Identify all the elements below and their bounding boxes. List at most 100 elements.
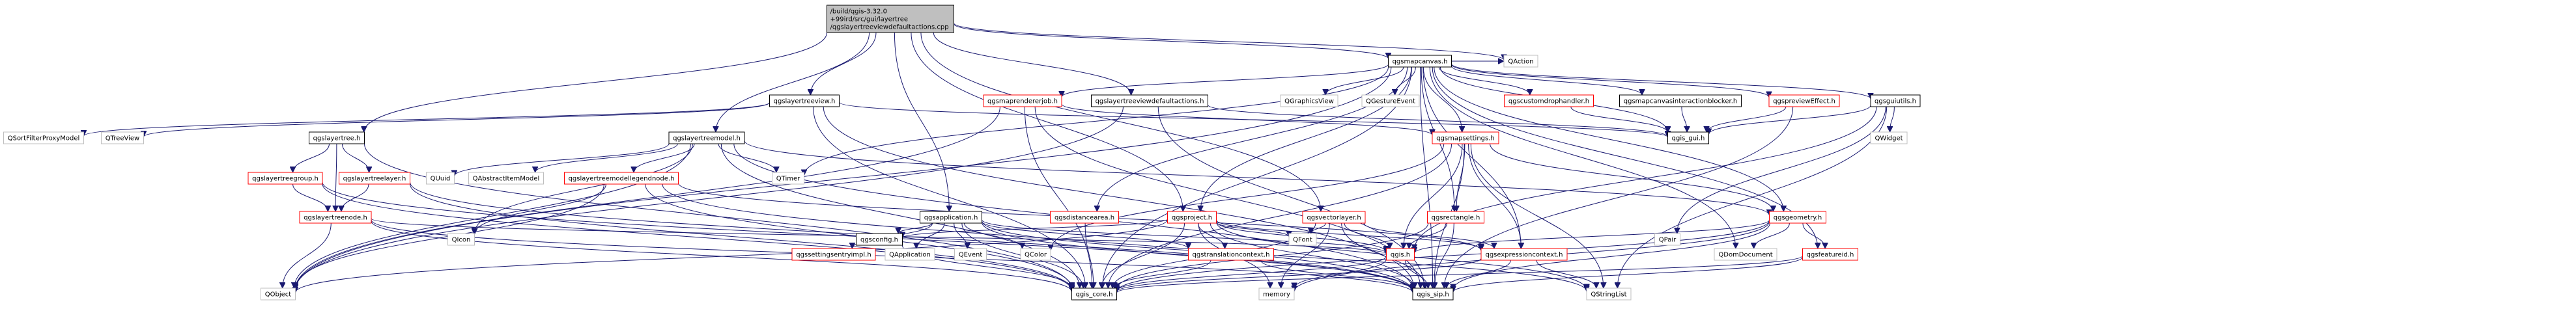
node-qgis-core[interactable]: qgis_core.h xyxy=(1071,288,1117,301)
node-box xyxy=(1714,248,1777,261)
edge-root-to-qaction xyxy=(954,23,1505,60)
edge-qgsgeometry-to-qgsfeatureid xyxy=(1802,222,1825,249)
edge-qgslayertreemodel-to-qicon xyxy=(475,143,693,234)
node-qgis-gui[interactable]: qgis_gui.h xyxy=(1667,131,1709,144)
node-qgsconfig[interactable]: qgsconfig.h xyxy=(856,233,903,246)
node-qgsgeometry[interactable]: qgsgeometry.h xyxy=(1769,211,1826,224)
node-qgsrectangle[interactable]: qgsrectangle.h xyxy=(1427,211,1484,224)
node-box xyxy=(248,172,323,185)
node-label: qgslayertreelayer.h xyxy=(343,176,406,183)
node-label: qgsmaprendererjob.h xyxy=(987,98,1058,105)
node-box xyxy=(1071,288,1117,301)
node-label: qgslayertreenode.h xyxy=(304,215,367,222)
node-memory: memory xyxy=(1258,288,1295,301)
edge-qgsmapcanvas-to-qgsmapcanvasinteractionblocker xyxy=(1451,66,1643,96)
node-qgsfeatureid[interactable]: qgsfeatureid.h xyxy=(1802,248,1858,261)
node-qgsmaprendererjob[interactable]: qgsmaprendererjob.h xyxy=(983,94,1062,107)
node-box xyxy=(426,172,455,185)
edge-qgslayertreelayer-to-qgslayertreenode xyxy=(341,183,369,212)
node-qgstranslationcontext[interactable]: qgstranslationcontext.h xyxy=(1188,248,1274,261)
node-box xyxy=(1504,94,1594,107)
node-box xyxy=(1302,211,1366,224)
edge-qgsmapcanvas-to-qgscustomdrophandler xyxy=(1438,66,1530,96)
edge-qgsfeatureid-to-qgis-sip xyxy=(1453,256,1803,293)
node-qgssettingsentryimpl[interactable]: qgssettingsentryimpl.h xyxy=(791,248,876,261)
node-quuid: QUuid xyxy=(426,172,455,185)
node-qgslayertreegroup[interactable]: qgslayertreegroup.h xyxy=(248,172,323,185)
edge-qgsmapsettings-to-qgsrectangle xyxy=(1456,143,1465,211)
node-box xyxy=(101,131,144,144)
node-qgslayertreeviewdefaultactions-h[interactable]: qgslayertreeviewdefaultactions.h xyxy=(1091,94,1208,107)
edge-qgslayertreegroup-to-qgis-core xyxy=(322,183,1072,291)
edge-qgsmapcanvas-to-qgsmaprendererjob xyxy=(1062,64,1389,98)
edge-qgsvectorlayer-to-qgis xyxy=(1344,222,1390,249)
node-qgslayertreelayer[interactable]: qgslayertreelayer.h xyxy=(339,172,410,185)
node-label: +99ird/src/gui/layertree xyxy=(830,16,909,23)
node-box xyxy=(983,94,1062,107)
node-qgsmapcanvas[interactable]: qgsmapcanvas.h xyxy=(1388,55,1452,68)
node-qgscustomdrophandler[interactable]: qgscustomdrophandler.h xyxy=(1504,94,1594,107)
node-box xyxy=(1091,94,1208,107)
node-box xyxy=(1503,55,1538,68)
node-qgsdistancearea[interactable]: qgsdistancearea.h xyxy=(1050,211,1119,224)
edge-qgslayertreemodel-to-qgis-core xyxy=(720,143,1079,288)
node-qgestureevent: QGestureEvent xyxy=(1361,94,1420,107)
edge-qgsmapcanvas-to-qgsproject xyxy=(1200,66,1412,211)
node-qgsguiutils[interactable]: qgsguiutils.h xyxy=(1870,94,1921,107)
node-qgis[interactable]: qgis.h xyxy=(1386,248,1415,261)
node-qgspreviewEffect[interactable]: qgspreviewEffect.h xyxy=(1768,94,1840,107)
edge-qgsmaprendererjob-to-qgis-core xyxy=(1024,106,1092,288)
node-box xyxy=(668,131,745,144)
edge-qgsapplication-to-qapplication xyxy=(916,222,945,249)
edge-qgsmapsettings-to-qgsexpressioncontext xyxy=(1468,143,1522,248)
node-root[interactable]: /build/qgis-3.32.0+99ird/src/gui/layertr… xyxy=(827,5,954,33)
node-label: qgsdistancearea.h xyxy=(1054,215,1114,222)
node-qcolor: QColor xyxy=(1020,248,1051,261)
edge-qgsproject-to-qgsconfig xyxy=(903,219,1168,238)
node-label: QIcon xyxy=(452,237,471,244)
edge-qgsapplication-to-qcolor xyxy=(964,222,1023,249)
node-box xyxy=(1280,94,1338,107)
node-qgsmapsettings[interactable]: qgsmapsettings.h xyxy=(1432,131,1499,144)
edge-qgsmapcanvas-to-qgsguiutils xyxy=(1451,63,1871,100)
edge-qgsmapcanvas-to-qgsgeometry xyxy=(1434,66,1784,211)
node-qgis-sip[interactable]: qgis_sip.h xyxy=(1412,288,1454,301)
node-label: qgis_core.h xyxy=(1076,291,1113,299)
edge-qgslayertreeview-to-qsortfilterproxymodel xyxy=(84,102,770,137)
edge-qgsgeometry-to-qgis xyxy=(1415,219,1770,254)
node-box xyxy=(1050,211,1119,224)
node-box xyxy=(1361,94,1420,107)
node-qgsexpressioncontext[interactable]: qgsexpressioncontext.h xyxy=(1480,248,1568,261)
node-qaction: QAction xyxy=(1503,55,1538,68)
node-qgsmapcanvasinteractionblocker[interactable]: qgsmapcanvasinteractionblocker.h xyxy=(1619,94,1742,107)
node-box xyxy=(1667,131,1709,144)
node-box xyxy=(772,172,804,185)
node-qgslayertreeview[interactable]: qgslayertreeview.h xyxy=(769,94,840,107)
edge-qgis-to-qgis-sip xyxy=(1404,260,1428,289)
edge-qgsguiutils-to-qwidget xyxy=(1890,106,1895,132)
node-box xyxy=(447,233,475,246)
node-label: QTreeView xyxy=(106,135,139,142)
node-label: QAction xyxy=(1508,59,1533,66)
node-label: qgsguiutils.h xyxy=(1875,98,1916,105)
node-qgslayertreenode[interactable]: qgslayertreenode.h xyxy=(299,211,372,224)
node-layer: /build/qgis-3.32.0+99ird/src/gui/layertr… xyxy=(3,5,1921,301)
node-qgsapplication[interactable]: qgsapplication.h xyxy=(920,211,982,224)
node-qwidget: QWidget xyxy=(1870,131,1908,144)
node-label: qgslayertreeviewdefaultactions.h xyxy=(1096,98,1204,105)
edge-qgslayertreemodel-to-qtimer xyxy=(718,143,776,173)
node-qgsvectorlayer[interactable]: qgsvectorlayer.h xyxy=(1302,211,1366,224)
edge-qgsmapcanvas-to-qobject xyxy=(296,66,1392,291)
node-box xyxy=(309,131,365,144)
node-qgslayertreemodellegendnode[interactable]: qgslayertreemodellegendnode.h xyxy=(564,172,679,185)
node-box xyxy=(1167,211,1217,224)
node-label: qgis_sip.h xyxy=(1417,291,1449,299)
edge-qgsmaprendererjob-to-qobject xyxy=(296,106,1000,289)
edge-qgsrectangle-to-qgis xyxy=(1409,222,1448,249)
node-label: QGestureEvent xyxy=(1366,98,1415,105)
node-qgsproject[interactable]: qgsproject.h xyxy=(1167,211,1217,224)
edge-root-to-qgslayertreeviewdefaultactions-h xyxy=(933,32,1131,95)
node-qgslayertree[interactable]: qgslayertree.h xyxy=(309,131,365,144)
node-qtreeview: QTreeView xyxy=(101,131,144,144)
node-qgslayertreemodel[interactable]: qgslayertreemodel.h xyxy=(668,131,745,144)
